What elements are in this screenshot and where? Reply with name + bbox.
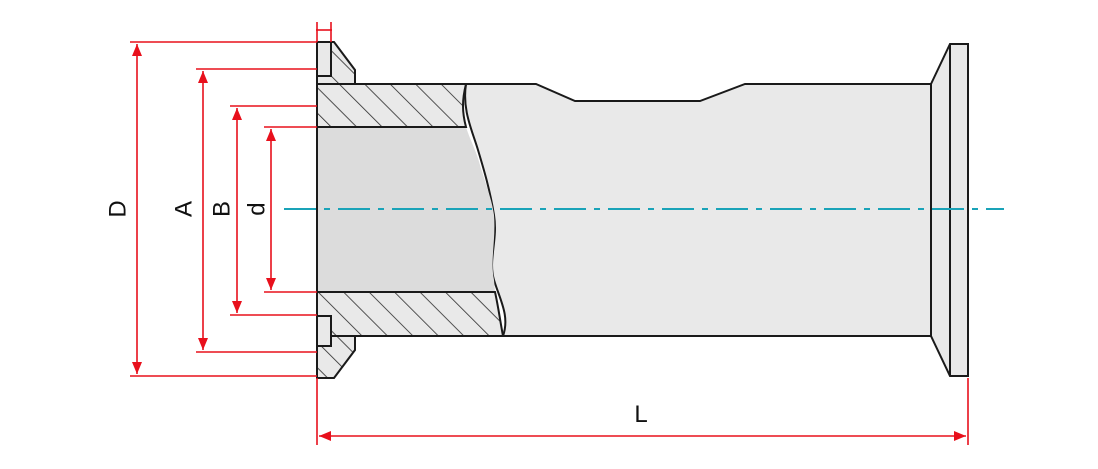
dimension-label-B: B	[209, 201, 236, 217]
lower-section-wall	[316, 291, 505, 337]
dimension-label-d: d	[244, 202, 271, 215]
dimension-label-L: L	[634, 401, 647, 428]
upper-section-wall	[316, 83, 468, 128]
dimension-label-D: D	[105, 200, 132, 217]
tube-body	[464, 83, 932, 337]
left-flange-upper	[316, 41, 356, 85]
dimension-lines	[130, 22, 969, 445]
dimension-arrowheads	[132, 44, 966, 441]
dimension-label-A: A	[171, 201, 198, 217]
